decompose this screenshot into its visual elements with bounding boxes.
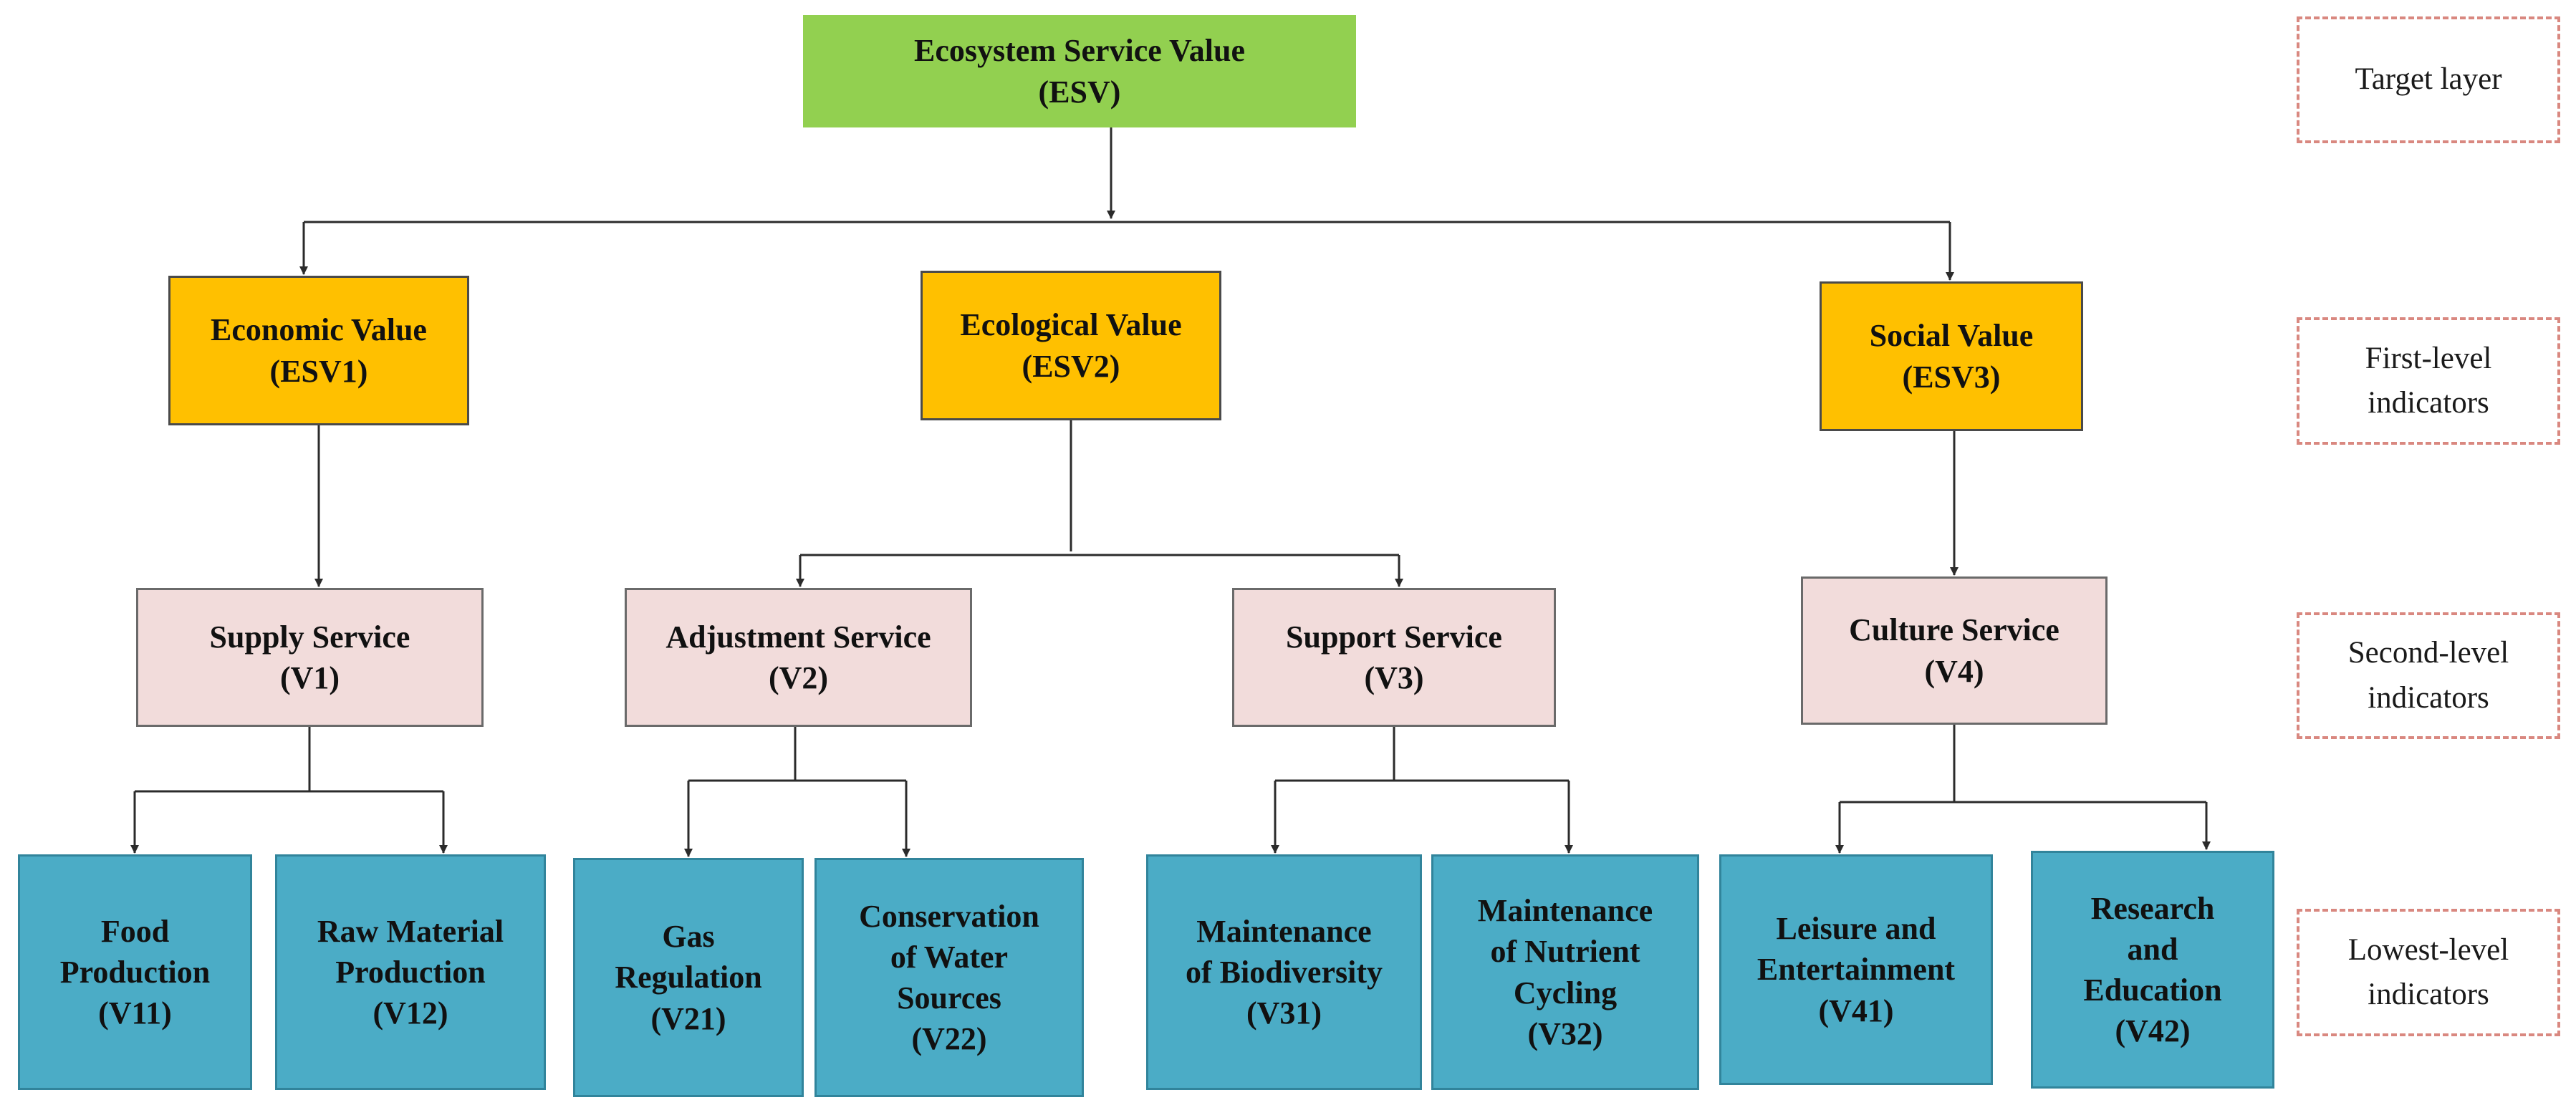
node-line: of Water: [890, 939, 1009, 975]
node-line: Ecosystem Service Value: [914, 33, 1245, 69]
lowest-level-node-v11: Food Production (V11): [18, 854, 252, 1090]
node-line: (V2): [768, 660, 829, 695]
node-line: Gas: [662, 919, 715, 955]
node-line: Maintenance: [1196, 913, 1372, 949]
node-line: of Biodiversity: [1186, 954, 1383, 990]
second-level-node-v2: Adjustment Service (V2): [625, 588, 972, 727]
second-level-node-v3: Support Service (V3): [1232, 588, 1556, 727]
node-line: (V4): [1924, 653, 1984, 689]
node-line: (V3): [1364, 660, 1424, 695]
node-line: Sources: [897, 980, 1001, 1015]
node-line: (ESV1): [269, 353, 368, 389]
node-line: (ESV): [1038, 74, 1121, 110]
layer-label-line: First-level: [2365, 341, 2492, 375]
node-line: Supply Service: [209, 619, 410, 655]
node-line: Culture Service: [1849, 612, 2060, 648]
node-line: (V11): [98, 995, 172, 1031]
lowest-level-node-v31: Maintenance of Biodiversity (V31): [1146, 854, 1422, 1090]
node-line: (V41): [1818, 993, 1894, 1028]
node-line: Production: [59, 954, 211, 990]
layer-label-target: Target layer: [2297, 16, 2560, 143]
node-line: (ESV3): [1902, 359, 2001, 395]
node-line: (V12): [373, 995, 448, 1031]
layer-label-second-level: Second-level indicators: [2297, 612, 2560, 739]
node-line: (V32): [1527, 1015, 1603, 1051]
node-line: Economic Value: [211, 312, 427, 348]
lowest-level-node-v22: Conservation of Water Sources (V22): [814, 858, 1084, 1097]
node-line: Entertainment: [1756, 952, 1956, 988]
node-line: Food: [100, 913, 170, 949]
node-line: Support Service: [1286, 619, 1502, 655]
second-level-node-v4: Culture Service (V4): [1801, 576, 2108, 725]
first-level-node-esv1: Economic Value (ESV1): [168, 276, 469, 425]
lowest-level-node-v32: Maintenance of Nutrient Cycling (V32): [1431, 854, 1699, 1090]
node-line: (V22): [911, 1021, 987, 1057]
layer-label-line: Target layer: [2355, 62, 2502, 97]
node-line: (ESV2): [1022, 348, 1120, 384]
layer-label-line: Second-level: [2347, 636, 2509, 670]
lowest-level-node-v41: Leisure and Entertainment (V41): [1719, 854, 1993, 1085]
node-line: Adjustment Service: [665, 619, 931, 655]
node-line: Leisure and: [1776, 911, 1936, 947]
lowest-level-node-v12: Raw Material Production (V12): [275, 854, 546, 1090]
node-line: Cycling: [1513, 975, 1618, 1010]
layer-label-lowest-level: Lowest-level indicators: [2297, 909, 2560, 1036]
first-level-node-esv2: Ecological Value (ESV2): [921, 271, 1221, 420]
node-line: (V42): [2115, 1013, 2191, 1049]
node-line: Social Value: [1869, 318, 2034, 354]
node-line: Ecological Value: [960, 307, 1182, 343]
node-line: Conservation: [859, 898, 1039, 934]
node-line: (V1): [279, 660, 340, 695]
layer-label-first-level: First-level indicators: [2297, 317, 2560, 445]
first-level-node-esv3: Social Value (ESV3): [1820, 281, 2083, 431]
lowest-level-node-v21: Gas Regulation (V21): [573, 858, 804, 1097]
node-line: Regulation: [615, 960, 762, 995]
node-line: Production: [335, 954, 486, 990]
node-line: Research: [2090, 890, 2215, 926]
second-level-node-v1: Supply Service (V1): [136, 588, 484, 727]
node-line: (V21): [650, 1000, 726, 1036]
layer-label-line: indicators: [2368, 680, 2489, 715]
lowest-level-node-v42: Research and Education (V42): [2031, 851, 2274, 1089]
node-line: Education: [2083, 973, 2222, 1008]
node-line: of Nutrient: [1490, 934, 1640, 970]
layer-label-line: indicators: [2368, 386, 2489, 420]
target-node-esv: Ecosystem Service Value (ESV): [803, 15, 1356, 127]
node-line: Raw Material: [317, 913, 504, 949]
node-line: and: [2127, 931, 2178, 967]
node-line: Maintenance: [1477, 893, 1653, 929]
node-line: (V31): [1246, 995, 1322, 1031]
layer-label-line: Lowest-level: [2347, 932, 2509, 967]
layer-label-line: indicators: [2368, 978, 2489, 1011]
